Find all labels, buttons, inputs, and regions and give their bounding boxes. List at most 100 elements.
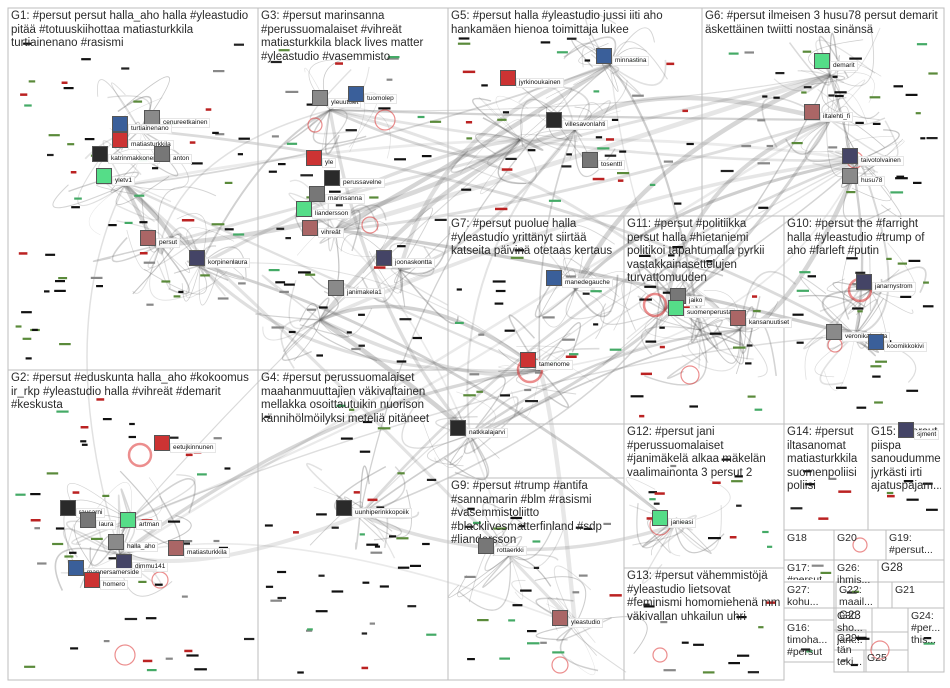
node-dot (46, 472, 59, 475)
node-label[interactable]: janieasi (668, 518, 697, 528)
node-label[interactable]: anton (170, 154, 193, 164)
node-dot (24, 665, 36, 668)
node-dot (108, 557, 122, 560)
node-dot (728, 52, 739, 55)
node-label[interactable]: perussavelne (340, 178, 385, 188)
node-dot (841, 659, 848, 662)
node-dot (48, 134, 60, 137)
group-title-g10: G10: #persut the #farright halla #yleast… (787, 218, 928, 257)
node-label[interactable]: laura (96, 520, 117, 530)
node-label[interactable]: marinsanna (325, 194, 365, 204)
node-label[interactable]: korpinenlaura (205, 258, 251, 268)
node-dot (81, 443, 88, 446)
node-label[interactable]: matiasturkkila (128, 140, 174, 150)
edge (474, 133, 521, 155)
node-label[interactable]: dimmu141 (132, 562, 169, 572)
node-dot (463, 394, 476, 397)
node-dot (388, 56, 400, 59)
node-label[interactable]: koomikkokivi (884, 342, 927, 352)
node-dot (426, 633, 437, 636)
node-dot (575, 526, 584, 529)
edge (578, 42, 611, 66)
group-title-g17: G17: #persut merkits... lännen... (787, 562, 823, 580)
node-dot (674, 202, 682, 205)
node-dot (672, 246, 684, 249)
node-dot (834, 91, 847, 94)
node-label[interactable]: taivotolvainen (858, 156, 904, 166)
node-label[interactable]: liandersson (312, 209, 352, 219)
edge (469, 328, 741, 436)
node-label[interactable]: homero (100, 580, 129, 590)
node-dot (237, 153, 243, 156)
edge (561, 224, 615, 291)
node-label[interactable]: veronikahonka (842, 332, 891, 342)
node-label[interactable]: kansanuutiset (746, 318, 793, 328)
node-label[interactable]: turtiainenano (128, 124, 172, 134)
node-label[interactable]: katrinmakkonen (108, 154, 160, 164)
highlight-ring (114, 644, 136, 666)
node-label[interactable]: cenureetkainen (160, 118, 211, 128)
node-label[interactable]: tosenttl (598, 160, 625, 170)
node-dot (640, 372, 652, 376)
edge (694, 328, 709, 363)
node-label[interactable]: janarnystrom (872, 282, 916, 292)
edge (829, 92, 868, 124)
node-dot (905, 93, 918, 96)
node-label[interactable]: villesavonlahti (562, 120, 609, 130)
edge (553, 565, 592, 626)
node-label[interactable]: rottaerkki (494, 546, 527, 556)
node-label[interactable]: jyrkinoukainen (516, 78, 564, 88)
node-dot (434, 218, 447, 221)
node-label[interactable]: yletv1 (112, 176, 135, 186)
node-label[interactable]: natkkalajarvi (466, 428, 509, 438)
node-label[interactable]: joonaskontta (392, 258, 435, 268)
edge (674, 505, 723, 552)
node-dot (218, 546, 228, 549)
avatar-icon (730, 310, 746, 326)
node-dot (681, 641, 689, 644)
edge (535, 129, 576, 151)
node-dot (592, 177, 605, 181)
node-label[interactable]: jaiko (686, 296, 706, 306)
node-label[interactable]: tuomolep (364, 94, 397, 104)
edge (539, 159, 861, 371)
edge (129, 139, 521, 521)
node-label[interactable]: matiasturkkila (184, 548, 230, 558)
node-label[interactable]: eetujkinnunen (170, 443, 217, 453)
node-dot (55, 280, 65, 283)
edge (118, 368, 541, 557)
node-label[interactable]: husu78 (858, 176, 886, 186)
node-label[interactable]: suomenperusta (684, 308, 735, 318)
node-label[interactable]: iltalehti_fi (820, 112, 854, 122)
node-dot (71, 206, 80, 209)
node-dot (102, 494, 110, 497)
node-label[interactable]: artman (136, 520, 163, 530)
node-label[interactable]: tamenome (536, 360, 573, 370)
node-label[interactable]: yle (322, 158, 337, 168)
node-dot (527, 630, 537, 633)
node-label[interactable]: minnastina (612, 56, 650, 66)
node-label[interactable]: janimakela1 (344, 288, 385, 298)
node-label[interactable]: yleastudio (568, 618, 604, 628)
node-label[interactable]: manedegauche (562, 278, 613, 288)
node-dot (224, 181, 233, 184)
node-label[interactable]: vihreät (318, 228, 344, 238)
node-dot (376, 506, 385, 509)
node-label[interactable]: yleuutiset (328, 98, 362, 108)
node-dot (773, 96, 780, 99)
node-label[interactable]: persut (156, 238, 181, 248)
node-label[interactable]: uunhiperinkkopoiik (352, 508, 412, 518)
edge (539, 322, 582, 371)
avatar-icon (96, 168, 112, 184)
edge (511, 369, 541, 419)
node-dot (561, 165, 572, 168)
node-dot (916, 43, 928, 46)
node-label[interactable]: sjment (914, 430, 940, 440)
node-dot (224, 467, 231, 470)
highlight-ring (307, 117, 323, 133)
node-label[interactable]: demarit (830, 61, 858, 71)
node-label[interactable]: halla_aho (124, 542, 159, 552)
node-dot (69, 551, 77, 554)
edge (800, 70, 844, 83)
node-dot (152, 167, 159, 170)
